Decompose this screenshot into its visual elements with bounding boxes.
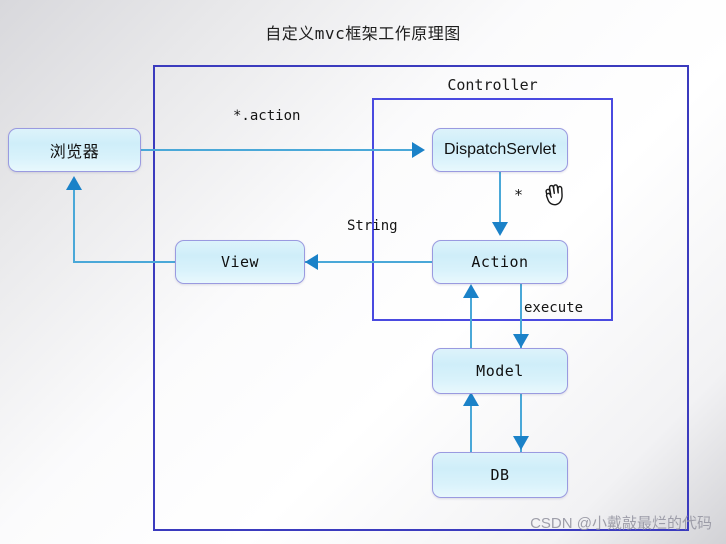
arrowhead-to-action bbox=[492, 222, 508, 236]
connector-dispatchservlet-to-action bbox=[499, 172, 501, 228]
connector-action-to-view bbox=[305, 261, 432, 263]
edge-label-request: *.action bbox=[233, 108, 301, 124]
node-model[interactable]: Model bbox=[432, 348, 568, 394]
arrowhead-to-browser bbox=[66, 176, 82, 190]
grab-hand-cursor-icon bbox=[538, 178, 572, 212]
node-view[interactable]: View bbox=[175, 240, 305, 284]
connector-db-to-model bbox=[470, 398, 472, 458]
arrowhead-to-action-return bbox=[463, 284, 479, 298]
controller-frame bbox=[372, 98, 613, 321]
watermark: CSDN @小戴敲最烂的代码 bbox=[530, 515, 712, 532]
arrowhead-to-db bbox=[513, 436, 529, 450]
connector-view-to-browser-vertical bbox=[73, 190, 75, 263]
node-db[interactable]: DB bbox=[432, 452, 568, 498]
outer-frame bbox=[153, 65, 689, 531]
node-dispatchservlet[interactable]: DispatchServlet bbox=[432, 128, 568, 172]
arrowhead-to-model bbox=[513, 334, 529, 348]
arrowhead-to-view bbox=[305, 254, 318, 270]
edge-label-string: String bbox=[347, 218, 398, 234]
connector-model-to-action bbox=[470, 290, 472, 350]
arrowhead-to-model-return bbox=[463, 392, 479, 406]
page-title: 自定义mvc框架工作原理图 bbox=[265, 24, 461, 43]
edge-label-execute: execute bbox=[524, 300, 584, 316]
connector-model-to-db bbox=[520, 394, 522, 460]
node-action[interactable]: Action bbox=[432, 240, 568, 284]
node-browser[interactable]: 浏览器 bbox=[8, 128, 141, 172]
controller-label: Controller bbox=[447, 76, 538, 94]
connector-browser-to-dispatchservlet bbox=[141, 149, 418, 151]
connector-action-to-model bbox=[520, 284, 522, 362]
edge-label-star: * bbox=[514, 186, 524, 204]
arrowhead-to-dispatchservlet bbox=[412, 142, 425, 158]
connector-view-to-browser-horizontal bbox=[73, 261, 177, 263]
